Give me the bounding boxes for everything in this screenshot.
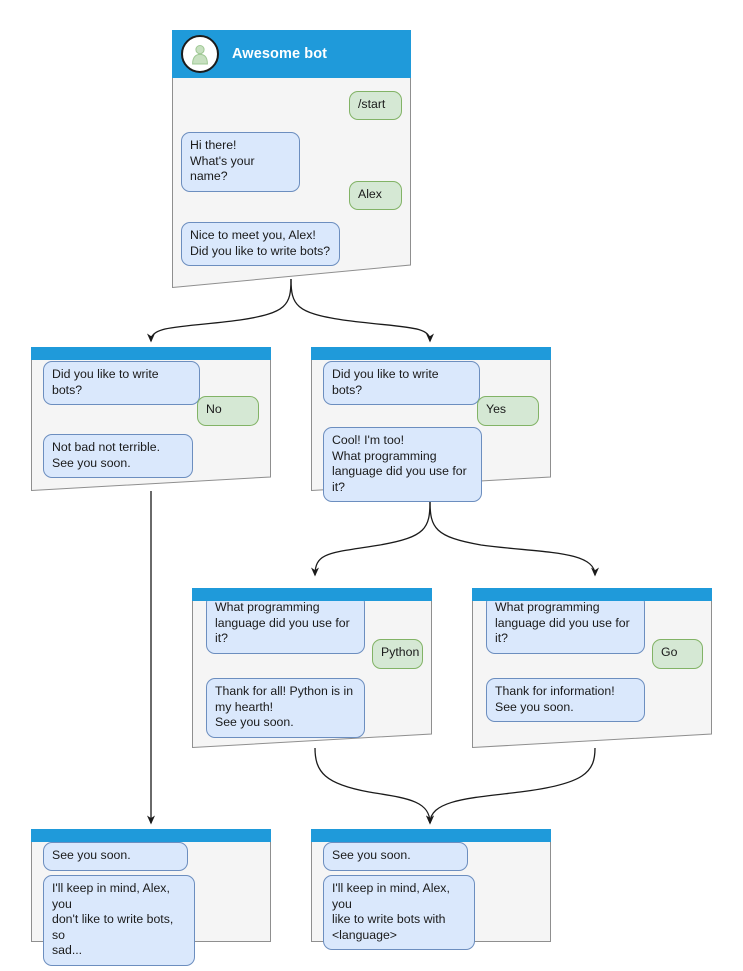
- node-yes-branch[interactable]: Did you like to write bots? Yes Cool! I'…: [311, 347, 551, 502]
- node-go-branch-messages: What programming language did you use fo…: [472, 588, 712, 748]
- node-no-branch-messages: Did you like to write bots? No Not bad n…: [31, 347, 271, 491]
- message-bubble-user[interactable]: /start: [349, 91, 402, 120]
- person-glyph-icon: [192, 45, 208, 65]
- message-bubble-bot[interactable]: Did you like to write bots?: [43, 361, 200, 405]
- node-end-sad-header: [31, 829, 271, 842]
- message-bubble-bot[interactable]: See you soon.: [323, 842, 468, 871]
- edge-root-to-yes: [290, 278, 434, 343]
- node-root-messages: /start Hi there! What's your name? Alex …: [172, 30, 411, 288]
- message-bubble-bot[interactable]: Thank for all! Python is in my hearth! S…: [206, 678, 365, 738]
- node-root-header: Awesome bot: [172, 30, 411, 78]
- message-bubble-bot[interactable]: Cool! I'm too! What programming language…: [323, 427, 482, 502]
- node-yes-branch-header: [311, 347, 551, 360]
- message-bubble-bot[interactable]: Hi there! What's your name?: [181, 132, 300, 192]
- edge-yes-to-python: [311, 500, 431, 577]
- person-avatar-icon: [181, 35, 219, 73]
- node-no-branch[interactable]: Did you like to write bots? No Not bad n…: [31, 347, 271, 491]
- message-bubble-bot[interactable]: I'll keep in mind, Alex, you like to wri…: [323, 875, 475, 950]
- message-bubble-bot[interactable]: I'll keep in mind, Alex, you don't like …: [43, 875, 195, 966]
- message-bubble-bot[interactable]: Did you like to write bots?: [323, 361, 480, 405]
- message-bubble-user[interactable]: Python: [372, 639, 423, 669]
- node-root-title: Awesome bot: [232, 46, 328, 62]
- message-bubble-bot[interactable]: Nice to meet you, Alex! Did you like to …: [181, 222, 340, 266]
- edge-root-to-no: [147, 278, 292, 343]
- node-end-happy-messages: See you soon. I'll keep in mind, Alex, y…: [311, 829, 551, 950]
- message-bubble-user[interactable]: No: [197, 396, 259, 426]
- message-bubble-bot[interactable]: See you soon.: [43, 842, 188, 871]
- node-python-branch-header: [192, 588, 432, 601]
- edge-yes-to-go: [429, 500, 599, 577]
- node-end-happy-header: [311, 829, 551, 842]
- message-bubble-bot[interactable]: What programming language did you use fo…: [486, 594, 645, 654]
- node-go-branch[interactable]: What programming language did you use fo…: [472, 588, 712, 748]
- node-end-sad[interactable]: See you soon. I'll keep in mind, Alex, y…: [31, 829, 271, 966]
- message-bubble-user[interactable]: Go: [652, 639, 703, 669]
- node-root[interactable]: Awesome bot /start Hi there! What's your…: [172, 30, 411, 288]
- message-bubble-user[interactable]: Alex: [349, 181, 402, 210]
- edge-go-to-end-happy: [426, 747, 596, 825]
- message-bubble-bot[interactable]: Thank for information! See you soon.: [486, 678, 645, 722]
- message-bubble-user[interactable]: Yes: [477, 396, 539, 426]
- node-python-branch-messages: What programming language did you use fo…: [192, 588, 432, 748]
- node-python-branch[interactable]: What programming language did you use fo…: [192, 588, 432, 748]
- message-bubble-bot[interactable]: Not bad not terrible. See you soon.: [43, 434, 193, 478]
- node-end-happy[interactable]: See you soon. I'll keep in mind, Alex, y…: [311, 829, 551, 950]
- node-go-branch-header: [472, 588, 712, 601]
- node-yes-branch-messages: Did you like to write bots? Yes Cool! I'…: [311, 347, 551, 502]
- node-no-branch-header: [31, 347, 271, 360]
- node-end-sad-messages: See you soon. I'll keep in mind, Alex, y…: [31, 829, 271, 966]
- message-bubble-bot[interactable]: What programming language did you use fo…: [206, 594, 365, 654]
- edge-python-to-end-happy: [314, 747, 434, 825]
